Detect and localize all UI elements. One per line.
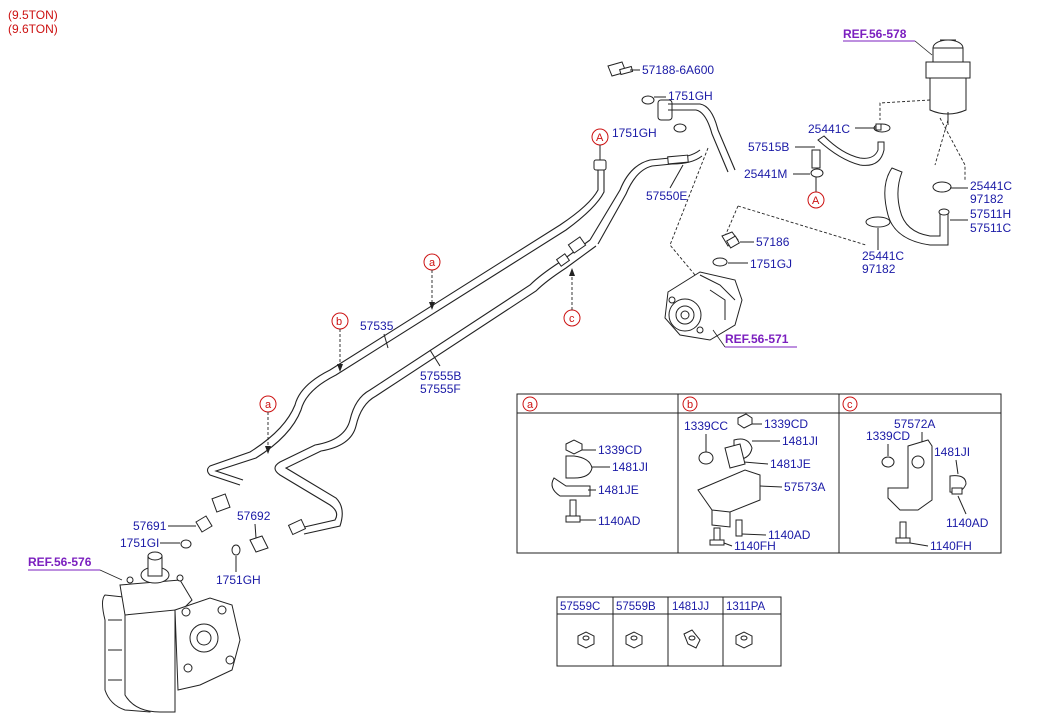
nut-icon-57559C (577, 631, 595, 649)
power-steering-pump (664, 271, 743, 341)
hose-clamp-1 (873, 123, 891, 133)
small-parts-table: 57559C 57559B 1481JJ 1311PA (556, 596, 782, 667)
fitting-57692 (249, 535, 269, 553)
detail-b-1339CD[interactable]: 1339CD (764, 417, 808, 431)
clip-icon-1481JJ (683, 629, 701, 649)
ref-56-578[interactable]: REF.56-578 (843, 27, 907, 41)
tonnage-label-1: (9.5TON) (8, 8, 58, 22)
label-57515B[interactable]: 57515B (748, 140, 789, 154)
label-25441C-top[interactable]: 25441C (808, 122, 850, 136)
marker-b-text: b (336, 316, 342, 328)
label-57511H[interactable]: 57511H (970, 207, 1011, 221)
detail-b-title: b (687, 399, 693, 411)
detail-b-1339CC[interactable]: 1339CC (684, 419, 728, 433)
fitting-57691 (195, 515, 213, 533)
hose-clamp-4 (865, 216, 891, 228)
label-57550E[interactable]: 57550E (646, 189, 687, 203)
pipe-nut-lower (287, 518, 307, 536)
detail-a-1481JI[interactable]: 1481JI (612, 460, 648, 474)
label-97182-bottom[interactable]: 97182 (862, 262, 896, 276)
small-part-header-3[interactable]: 1481JJ (672, 601, 709, 613)
marker-a-upper-text: a (429, 257, 436, 269)
small-part-header-2[interactable]: 57559B (616, 601, 656, 613)
ref-56-571[interactable]: REF.56-571 (725, 332, 789, 346)
label-25441C-right[interactable]: 25441C (970, 179, 1012, 193)
washer-1751GH-mid (673, 123, 687, 133)
small-part-header-4[interactable]: 1311PA (726, 601, 766, 613)
detail-a-title: a (527, 399, 534, 411)
pressure-pipe-upper-a (668, 103, 736, 171)
marker-A-top-text: A (596, 132, 604, 144)
detail-b-1140AD[interactable]: 1140AD (768, 528, 811, 542)
detail-b: b 1339CC 1339CD 1481JI 1481JE 57573A 114… (682, 396, 825, 553)
washer-1751GI (180, 539, 192, 549)
detail-c-1140FH[interactable]: 1140FH (930, 539, 972, 553)
washer-1751GJ (712, 257, 728, 267)
ref-56-576[interactable]: REF.56-576 (28, 555, 92, 569)
detail-c-1339CD[interactable]: 1339CD (866, 429, 910, 443)
label-57691[interactable]: 57691 (133, 519, 167, 533)
tonnage-label-2: (9.6TON) (8, 22, 58, 36)
label-57555F[interactable]: 57555F (420, 382, 461, 396)
pipe-nut-upper (555, 236, 587, 267)
detail-c: c 57572A 1339CD 1481JI 1140AD 1140FH (842, 396, 989, 553)
label-57511C[interactable]: 57511C (970, 221, 1011, 235)
label-25441M[interactable]: 25441M (744, 167, 787, 181)
detail-c-57572A[interactable]: 57572A (894, 417, 935, 431)
detail-b-1140FH[interactable]: 1140FH (734, 539, 776, 553)
label-57555B[interactable]: 57555B (420, 369, 461, 383)
label-57186[interactable]: 57186 (756, 235, 790, 249)
label-97182-right[interactable]: 97182 (970, 192, 1004, 206)
detail-b-1481JI[interactable]: 1481JI (782, 434, 818, 448)
hose-clamp-3 (932, 181, 952, 193)
pipe-nut-left (211, 493, 231, 513)
marker-c-text: c (569, 313, 575, 325)
steering-gear-box (102, 551, 241, 713)
nut-icon-1311PA (735, 631, 753, 649)
label-1751GI[interactable]: 1751GI (120, 536, 159, 550)
marker-A-right (807, 191, 825, 209)
washer-1751GH-low (231, 544, 241, 556)
label-1751GH-top[interactable]: 1751GH (668, 89, 713, 103)
label-57188-6A600[interactable]: 57188-6A600 (642, 63, 714, 77)
hose-clamp-2 (810, 168, 824, 178)
detail-a-1481JE[interactable]: 1481JE (598, 483, 639, 497)
pressure-pipe-57555 (274, 239, 591, 529)
label-57692[interactable]: 57692 (237, 509, 271, 523)
label-25441C-bottom[interactable]: 25441C (862, 249, 904, 263)
label-1751GJ[interactable]: 1751GJ (750, 257, 792, 271)
detail-c-title: c (847, 399, 853, 411)
detail-a-1140AD[interactable]: 1140AD (598, 514, 641, 528)
detail-c-1481JI[interactable]: 1481JI (934, 445, 970, 459)
marker-a-lower-text: a (265, 399, 272, 411)
label-1751GH-mid[interactable]: 1751GH (612, 126, 657, 140)
detail-a-1339CD[interactable]: 1339CD (598, 443, 642, 457)
reservoir-tank (925, 39, 971, 125)
marker-A-right-text: A (812, 195, 820, 207)
pressure-pipe-57550E (589, 149, 701, 241)
detail-panel (516, 393, 1002, 554)
label-57535[interactable]: 57535 (360, 319, 394, 333)
suction-hose (811, 135, 950, 246)
small-part-header-1[interactable]: 57559C (560, 601, 600, 613)
nut-icon-57559B (625, 631, 643, 649)
return-pipe-57535 (206, 162, 599, 486)
label-1751GH-low[interactable]: 1751GH (216, 573, 261, 587)
banjo-bolt (607, 61, 634, 77)
washer-1751GH-top (641, 95, 655, 105)
pump-fitting (721, 231, 741, 249)
detail-b-1481JE[interactable]: 1481JE (770, 457, 811, 471)
detail-c-1140AD[interactable]: 1140AD (946, 516, 989, 530)
detail-b-57573A[interactable]: 57573A (784, 480, 825, 494)
detail-a: a 1339CD 1481JI 1481JE 1140AD (522, 396, 648, 528)
